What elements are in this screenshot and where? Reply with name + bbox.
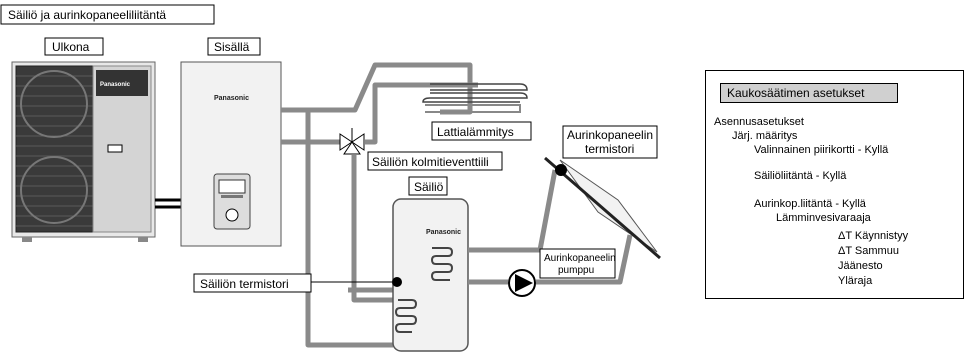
indoor-unit: Panasonic <box>180 61 282 247</box>
refrigerant-pipes <box>155 198 181 209</box>
solar-sensor-label-line2: termistori <box>585 142 634 156</box>
settings-panel: Kaukosäätimen asetukset Asennusasetukset… <box>705 70 964 299</box>
tank-sensor-label-box <box>193 273 312 293</box>
tank-sensor-label: Säiliön termistori <box>200 277 289 291</box>
outdoor-brand-logo: Panasonic <box>100 82 131 88</box>
setting-item: Järj. määritys <box>732 130 798 142</box>
tank-label: Säiliö <box>414 180 444 194</box>
diagram-title-box <box>0 4 215 25</box>
floor-heating-label: Lattialämmitys <box>437 125 514 139</box>
outdoor-label-box <box>44 37 104 56</box>
settings-panel-title: Kaukosäätimen asetukset <box>720 83 898 103</box>
indoor-brand-logo: Panasonic <box>214 95 249 102</box>
floor-heating <box>422 83 528 113</box>
setting-item: Aurinkop.liitäntä - Kyllä <box>754 198 866 210</box>
tank: Panasonic <box>392 198 469 352</box>
setting-item: Yläraja <box>838 275 873 287</box>
three-way-valve-icon <box>339 128 365 155</box>
setting-item: Asennusasetukset <box>714 116 804 128</box>
tank-brand-logo: Panasonic <box>426 229 461 236</box>
pump-icon <box>508 269 536 297</box>
valve-label: Säiliön kolmitieventtiili <box>372 155 489 169</box>
pump-label-line2: pumppu <box>558 265 594 276</box>
solar-sensor-label-box <box>562 125 658 159</box>
solar-sensor-label-line1: Aurinkopaneelin <box>567 128 653 142</box>
floor-heating-label-box <box>431 121 532 141</box>
setting-item: ΔT Käynnistyy <box>838 230 909 242</box>
indoor-label: Sisällä <box>214 40 250 54</box>
diagram-title: Säiliö ja aurinkopaneeliliitäntä <box>8 8 166 22</box>
solar-panel <box>544 156 661 260</box>
solar-sensor-dot <box>555 164 567 176</box>
setting-item: Jäänesto <box>838 260 883 272</box>
pump-label-line1: Aurinkopaneelin <box>544 253 616 264</box>
setting-item: ΔT Sammuu <box>838 245 899 257</box>
setting-item: Säiliöliitäntä - Kyllä <box>754 170 847 182</box>
setting-item: Valinnainen piirikortti - Kyllä <box>754 144 889 156</box>
outdoor-unit: Panasonic <box>11 61 156 242</box>
valve-label-box <box>367 151 503 171</box>
setting-item: Lämminvesivaraaja <box>776 212 871 224</box>
pump-label-box <box>539 248 616 279</box>
indoor-label-box <box>207 37 261 56</box>
tank-label-box <box>408 176 448 196</box>
fan-icon <box>20 156 88 224</box>
tank-coil <box>394 247 454 333</box>
tank-sensor-dot <box>392 277 402 287</box>
outdoor-label: Ulkona <box>52 40 90 54</box>
fan-icon <box>20 70 88 138</box>
